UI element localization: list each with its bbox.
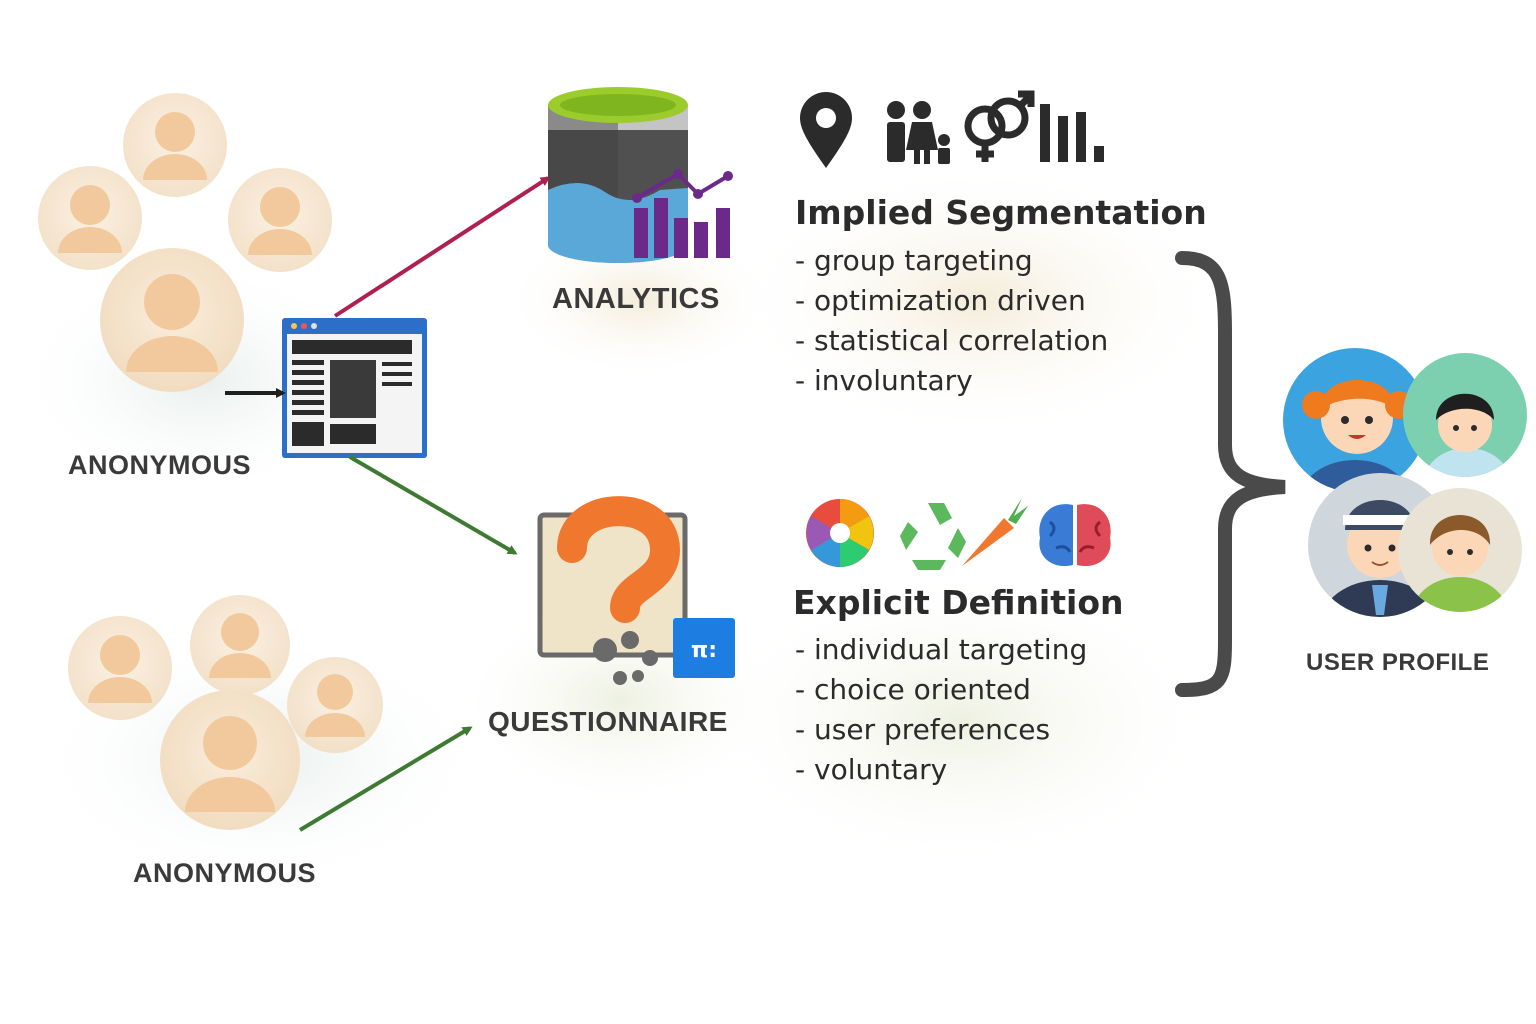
explicit-definition-list: - individual targeting - choice oriented…: [795, 630, 1087, 790]
implied-icon-row: [800, 90, 1104, 168]
arrow-website-to-questionnaire: [348, 455, 518, 555]
arrow-anonymous-to-questionnaire: [298, 726, 473, 832]
list-item: - involuntary: [795, 364, 973, 397]
anonymous-label-top: ANONYMOUS: [68, 450, 252, 480]
location-pin-icon: [800, 92, 852, 168]
gender-symbols-icon: [964, 90, 1035, 162]
list-item: - choice oriented: [795, 673, 1031, 706]
user-profile-label: USER PROFILE: [1306, 649, 1490, 676]
implied-segmentation-title: Implied Segmentation: [795, 193, 1207, 232]
questionnaire-label: QUESTIONNAIRE: [488, 706, 728, 737]
website-browser-icon: [282, 318, 427, 458]
implied-segmentation-list: - group targeting - optimization driven …: [795, 241, 1108, 401]
analytics-database-icon: [548, 87, 733, 263]
color-wheel-icon: [806, 499, 874, 567]
questionnaire-icon: π:: [537, 496, 735, 685]
list-item: - optimization driven: [795, 284, 1086, 317]
boy-avatar-two: [1398, 488, 1522, 612]
list-item: - individual targeting: [795, 633, 1088, 666]
explicit-definition-title: Explicit Definition: [793, 583, 1124, 622]
arrow-website-to-analytics: [333, 176, 551, 318]
user-profile-avatars: [1283, 348, 1527, 617]
carrot-icon: [962, 498, 1028, 566]
list-item: - group targeting: [795, 244, 1033, 277]
family-icon: [887, 101, 950, 164]
analytics-label: ANALYTICS: [552, 283, 720, 315]
list-item: - statistical correlation: [795, 324, 1109, 357]
recycle-icon: [900, 503, 966, 570]
anonymous-label-bottom: ANONYMOUS: [133, 858, 317, 888]
list-item: - voluntary: [795, 753, 948, 786]
anonymous-group-bottom: [68, 595, 383, 830]
brain-icon: [1039, 504, 1111, 567]
explicit-icon-row: [806, 498, 1111, 570]
bar-chart-icon: [1040, 104, 1104, 162]
girl-avatar-two: [1403, 353, 1527, 477]
anonymous-group-top: [38, 93, 332, 392]
questionnaire-badge: π:: [691, 638, 717, 663]
list-item: - user preferences: [795, 713, 1051, 746]
grouping-brace: [1175, 251, 1286, 697]
